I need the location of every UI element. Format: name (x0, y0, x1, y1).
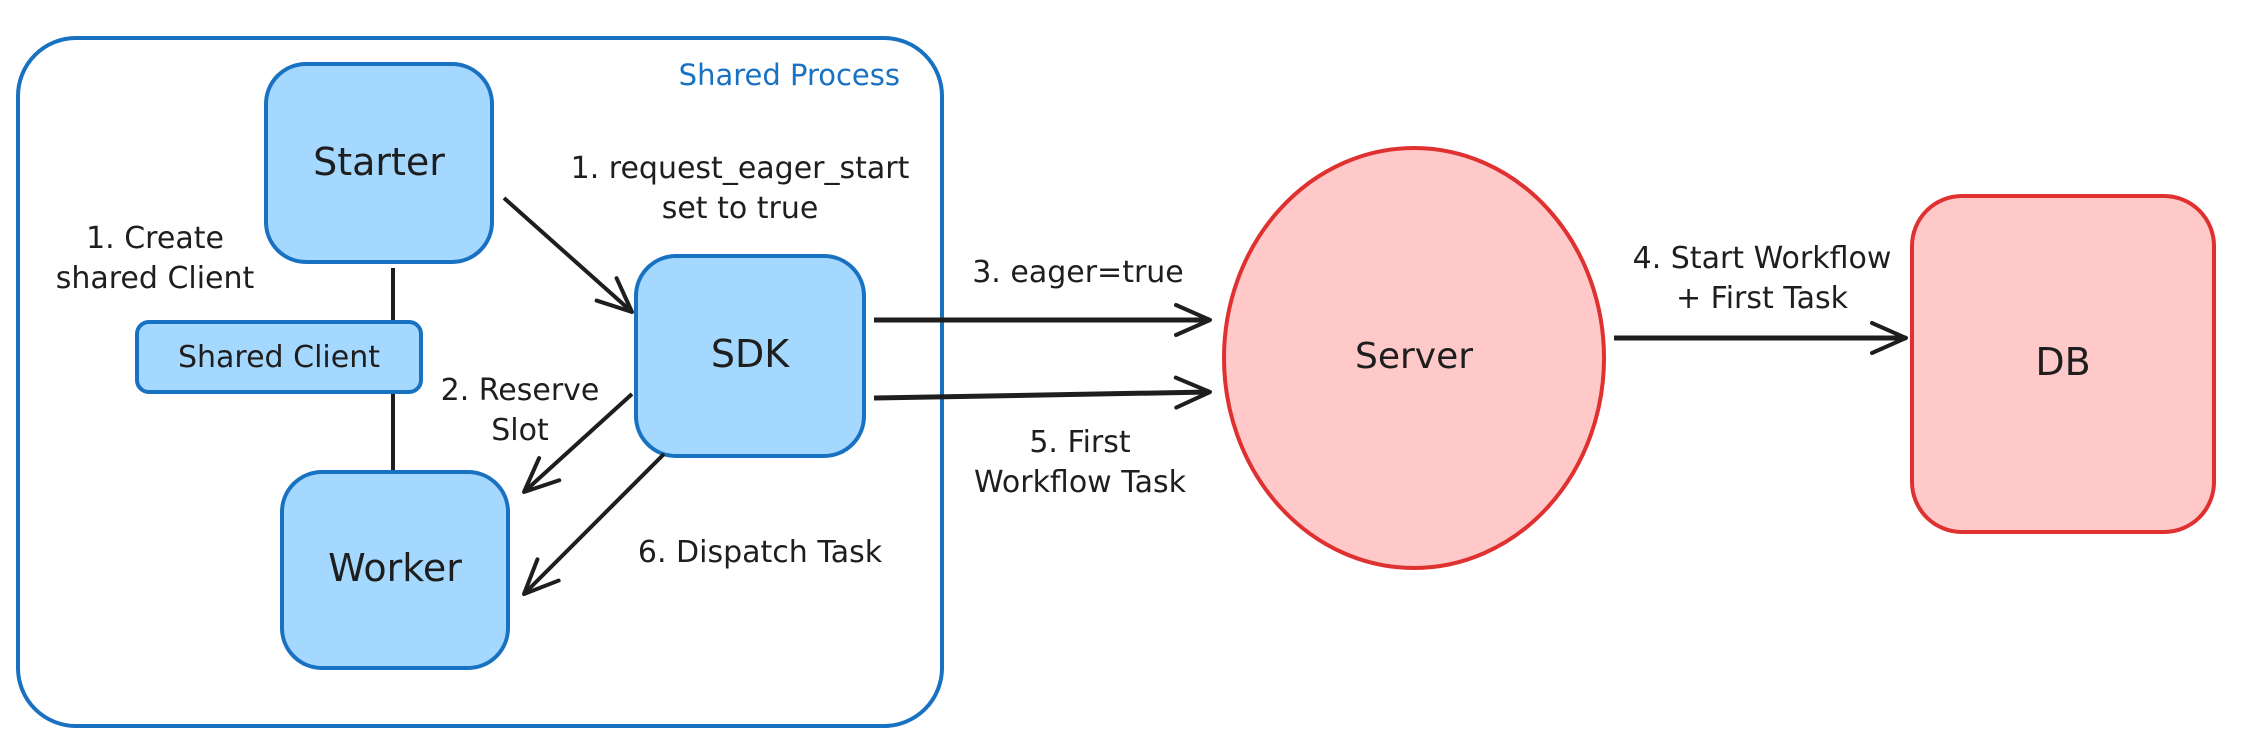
sdk-label: SDK (711, 332, 790, 376)
group-label: Shared Process (679, 58, 900, 92)
first-task-label-line1: 5. First (1029, 425, 1131, 460)
create-client-label-line2: shared Client (56, 261, 255, 296)
worker-label: Worker (328, 546, 462, 590)
request-eager-label-line1: 1. request_eager_start (571, 151, 910, 186)
shared-client-label: Shared Client (178, 340, 380, 375)
reserve-slot-label-line1: 2. Reserve (441, 373, 600, 408)
start-workflow-label-line2: + First Task (1676, 281, 1849, 316)
server-node: Server (1222, 146, 1606, 570)
starter-node: Starter (264, 62, 494, 264)
arrow-reserve-slot (522, 392, 634, 494)
db-label: DB (2035, 340, 2090, 384)
reserve-slot-label-line2: Slot (491, 413, 549, 448)
shared-client-node: Shared Client (135, 320, 423, 394)
starter-label: Starter (313, 140, 445, 184)
worker-node: Worker (280, 470, 510, 670)
dispatch-task-label: 6. Dispatch Task (638, 535, 883, 570)
sdk-node: SDK (634, 254, 866, 458)
server-label: Server (1355, 336, 1473, 377)
eager-true-label: 3. eager=true (972, 255, 1184, 290)
arrow-dispatch-task (522, 452, 666, 596)
request-eager-label-line2: set to true (662, 191, 819, 226)
arrow-starter-to-sdk (502, 196, 634, 314)
arrow-first-workflow-task (873, 375, 1212, 410)
shared-process-group: Shared Process (16, 36, 944, 728)
first-task-label-line2: Workflow Task (974, 465, 1187, 500)
create-client-label-line1: 1. Create (86, 221, 224, 256)
start-workflow-label-line1: 4. Start Workflow (1633, 241, 1892, 276)
db-node: DB (1910, 194, 2216, 534)
